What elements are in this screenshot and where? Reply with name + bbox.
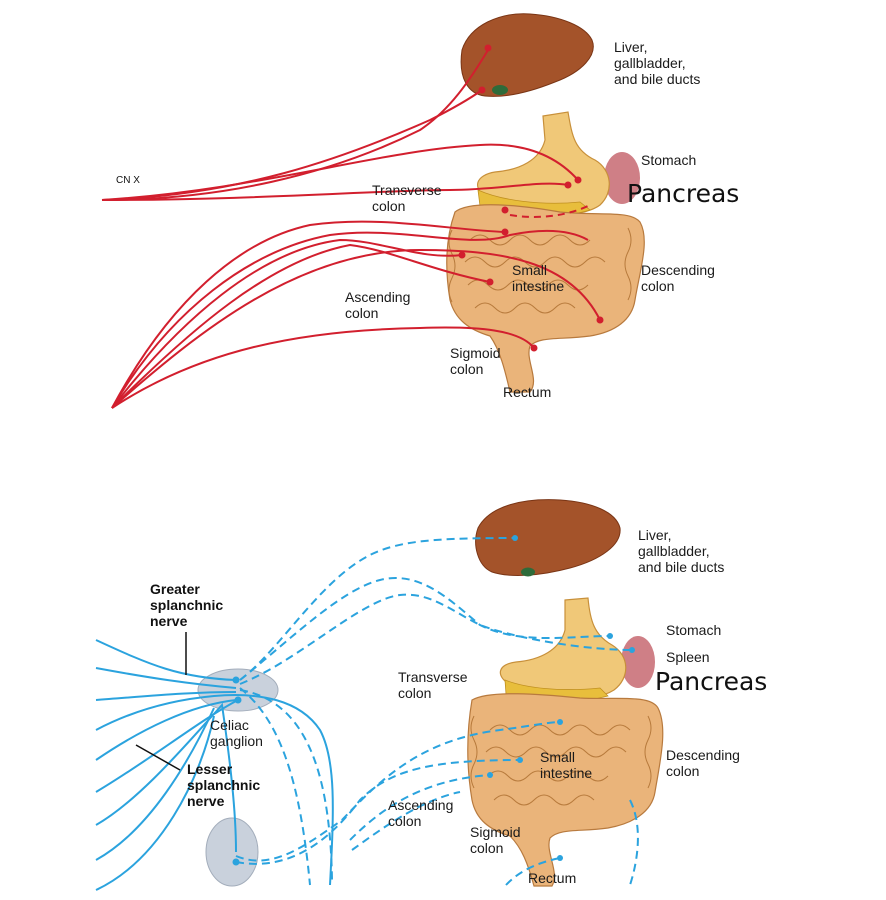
intestines-illustration <box>446 204 645 393</box>
top-liver-label: Liver,gallbladder,and bile ducts <box>614 39 700 87</box>
intestine-coils <box>470 715 652 806</box>
postganglionic-fibers <box>235 537 639 886</box>
cn-x-label: CN X <box>116 175 140 186</box>
splanchnic-nerve-fibers <box>95 639 334 891</box>
top-pancreas-label: Pancreas <box>627 179 739 208</box>
mesenteric-ganglion-shape <box>205 817 259 887</box>
intestines-illustration <box>467 693 664 887</box>
vagus-terminal-dots <box>458 44 604 352</box>
liver-illustration <box>475 499 621 576</box>
top-stomach-label: Stomach <box>641 152 696 168</box>
bottom-rectum-label: Rectum <box>528 870 576 886</box>
bottom-stomach-label: Stomach <box>666 622 721 638</box>
intestine-coils <box>448 227 632 314</box>
sympathetic-terminals <box>232 535 635 866</box>
parasympathetic-panel: CN X Liver,gallbladder,and bile ducts St… <box>101 13 739 409</box>
spleen-illustration <box>604 152 640 204</box>
bottom-liver-label: Liver,gallbladder,and bile ducts <box>638 527 724 575</box>
spleen-illustration <box>621 636 655 688</box>
bottom-spleen-label: Spleen <box>666 649 710 665</box>
gallbladder-illustration <box>492 85 508 95</box>
vagus-nerve-fibers <box>101 49 601 409</box>
gallbladder-illustration <box>521 567 535 577</box>
top-rectum-label: Rectum <box>503 384 551 400</box>
liver-illustration <box>460 13 594 97</box>
lesser-splanchnic-leader <box>135 744 181 771</box>
bottom-pancreas-label: Pancreas <box>655 667 767 696</box>
